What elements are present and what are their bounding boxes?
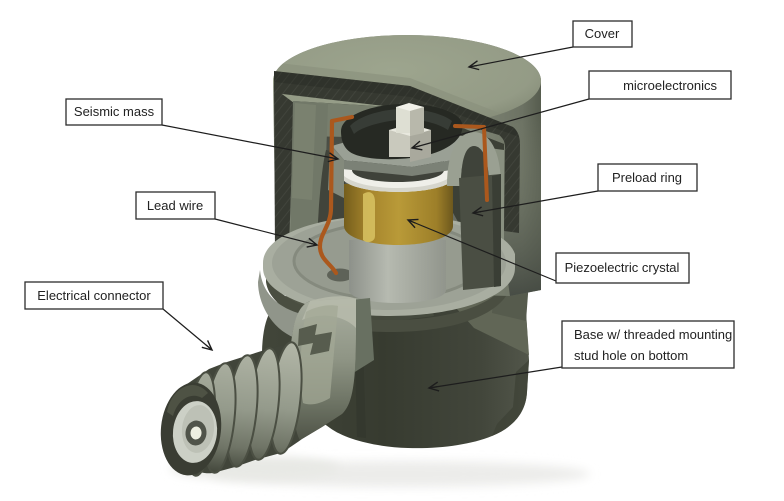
- svg-text:Lead wire: Lead wire: [147, 198, 203, 213]
- svg-text:Cover: Cover: [585, 26, 620, 41]
- svg-text:Electrical connector: Electrical connector: [37, 288, 151, 303]
- svg-text:Seismic mass: Seismic mass: [74, 104, 155, 119]
- svg-text:Piezoelectric crystal: Piezoelectric crystal: [565, 260, 680, 275]
- svg-text:Preload ring: Preload ring: [612, 170, 682, 185]
- svg-text:Base w/ threaded mounting: Base w/ threaded mounting: [574, 327, 732, 342]
- svg-text:microelectronics: microelectronics: [623, 78, 717, 93]
- svg-text:stud hole on bottom: stud hole on bottom: [574, 348, 688, 363]
